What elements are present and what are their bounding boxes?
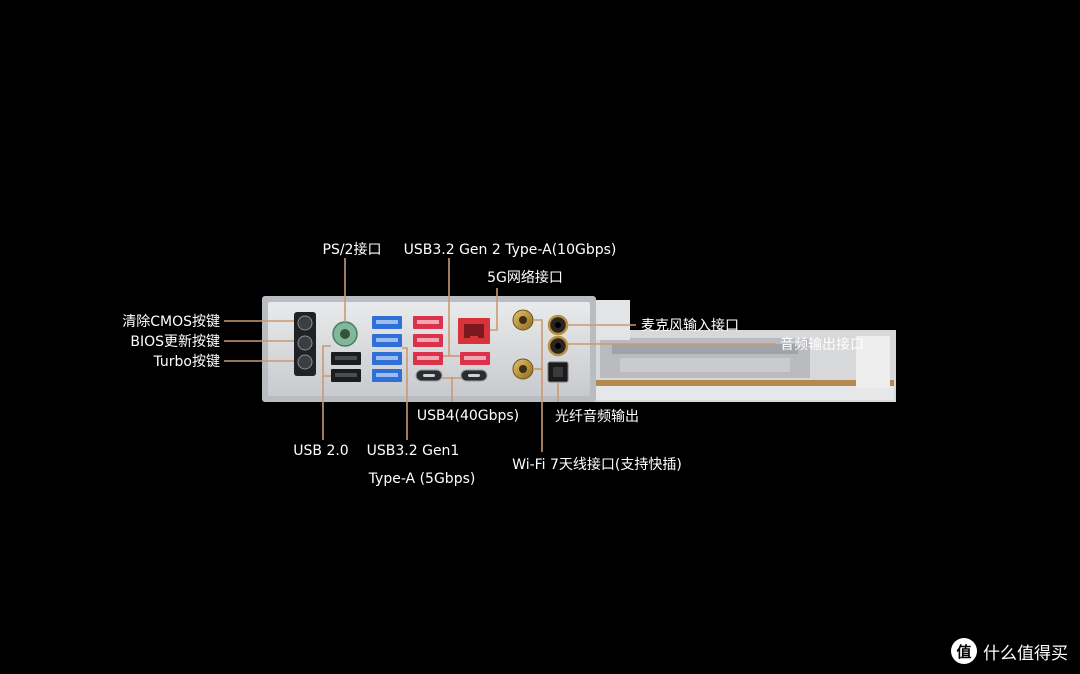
bios-update-button [297, 335, 313, 351]
label-usb32-gen1-line1: USB3.2 Gen1 [367, 443, 460, 459]
leader-lines [224, 258, 776, 452]
lan-port [458, 318, 490, 344]
label-usb32-gen2: USB3.2 Gen 2 Type-A(10Gbps) [404, 242, 617, 258]
audio-jacks [547, 314, 569, 357]
usb32-gen2-ports [413, 316, 490, 365]
label-bios-update: BIOS更新按键 [130, 334, 220, 350]
label-mic-in: 麦克风输入接口 [641, 317, 739, 334]
label-5g-lan: 5G网络接口 [487, 269, 563, 286]
turbo-button [297, 354, 313, 370]
watermark: 值 什么值得买 [951, 638, 1068, 664]
label-usb32-gen1-line2: Type-A (5Gbps) [368, 471, 476, 487]
label-turbo: Turbo按键 [152, 354, 220, 370]
clear-cmos-button [297, 315, 313, 331]
label-audio-out: 音频输出接口 [780, 336, 864, 353]
usb4-ports [415, 369, 488, 382]
label-clear-cmos: 清除CMOS按键 [122, 314, 220, 330]
label-wifi7: Wi-Fi 7天线接口(支持快插) [512, 456, 682, 473]
label-ps2: PS/2接口 [323, 241, 382, 258]
wifi-antenna-connectors [512, 309, 534, 380]
callout-labels: 清除CMOS按键 BIOS更新按键 Turbo按键 PS/2接口 USB3.2 … [122, 241, 864, 487]
label-usb20: USB 2.0 [293, 443, 348, 459]
watermark-text: 什么值得买 [983, 643, 1068, 664]
usb32-gen1-ports [372, 316, 402, 382]
usb20-ports [331, 352, 361, 382]
button-stack [294, 312, 316, 376]
label-usb4: USB4(40Gbps) [417, 408, 519, 424]
label-optical: 光纤音频输出 [555, 408, 639, 425]
watermark-logo-icon: 值 [951, 638, 977, 664]
optical-port [547, 361, 569, 383]
ps2-port [332, 321, 358, 347]
